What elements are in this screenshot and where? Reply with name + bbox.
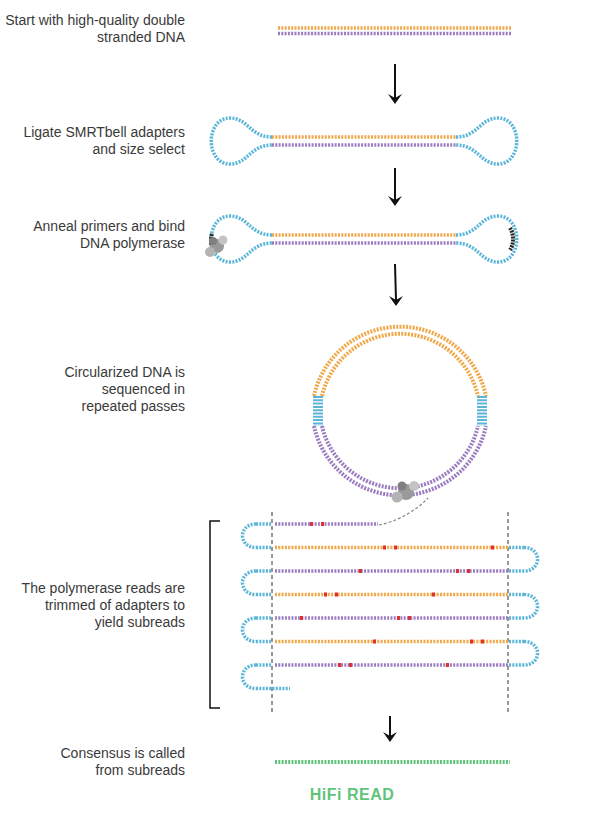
adapter (256, 569, 271, 573)
error-mark (470, 640, 473, 644)
step-label: Anneal primers and bind DNA polymerase (25, 218, 185, 252)
error-mark (324, 593, 327, 597)
error-mark (394, 546, 397, 550)
error-mark (321, 522, 324, 526)
adapter (509, 640, 524, 644)
adapter (509, 593, 524, 597)
step-label: Ligate SMRTbell adapters and size select (5, 124, 185, 158)
error-mark (373, 640, 376, 644)
error-mark (335, 593, 338, 597)
error-mark (310, 522, 313, 526)
step-arrow (388, 168, 402, 206)
adapter-loop (524, 595, 538, 619)
subreads-illustration (210, 498, 538, 712)
step-label: Circularized DNA is sequenced in repeate… (60, 364, 185, 415)
step-label: Start with high-quality double stranded … (5, 12, 185, 46)
adapter (509, 569, 524, 573)
circular-template (314, 327, 486, 503)
adapter-loop (524, 642, 538, 666)
subread (275, 593, 508, 597)
smrtbell-template (211, 118, 517, 164)
error-mark (481, 640, 484, 644)
dna-duplex (278, 28, 512, 34)
adapter-loop (243, 571, 257, 595)
adapter (509, 546, 524, 550)
subread (275, 663, 508, 667)
step-arrow (388, 64, 402, 104)
error-mark (491, 546, 494, 550)
adapter-loop (243, 665, 257, 689)
adapter (256, 593, 271, 597)
adapter (256, 663, 271, 667)
error-mark (300, 616, 303, 620)
step-label: The polymerase reads are trimmed of adap… (17, 580, 185, 631)
subread (275, 640, 508, 644)
dna-polymerase (205, 236, 228, 258)
error-mark (397, 616, 400, 620)
adapter-loop (524, 548, 538, 572)
adapter (509, 616, 524, 620)
error-mark (432, 593, 435, 597)
step-label: Consensus is called from subreads (45, 745, 185, 779)
step-arrow (383, 716, 397, 742)
step-arrow (389, 264, 403, 306)
error-mark (338, 663, 341, 667)
adapter (256, 616, 271, 620)
error-mark (446, 663, 449, 667)
subread (275, 569, 508, 573)
adapter (256, 546, 271, 550)
error-mark (359, 569, 362, 573)
subread (275, 522, 378, 526)
primed-smrtbell (205, 216, 517, 262)
subread (275, 546, 508, 550)
error-mark (349, 663, 352, 667)
adapter (256, 687, 290, 691)
error-mark (456, 569, 459, 573)
bracket (210, 521, 220, 708)
hifi-read (275, 760, 510, 764)
adapter (256, 640, 271, 644)
error-mark (383, 546, 386, 550)
subread (275, 616, 508, 620)
adapter (509, 663, 524, 667)
output-label: HiFi READ (272, 786, 432, 804)
dna-polymerase (392, 481, 420, 503)
adapter-loop (243, 618, 257, 642)
adapter (256, 522, 271, 526)
error-mark (467, 569, 470, 573)
error-mark (408, 616, 411, 620)
adapter-loop (243, 524, 257, 548)
